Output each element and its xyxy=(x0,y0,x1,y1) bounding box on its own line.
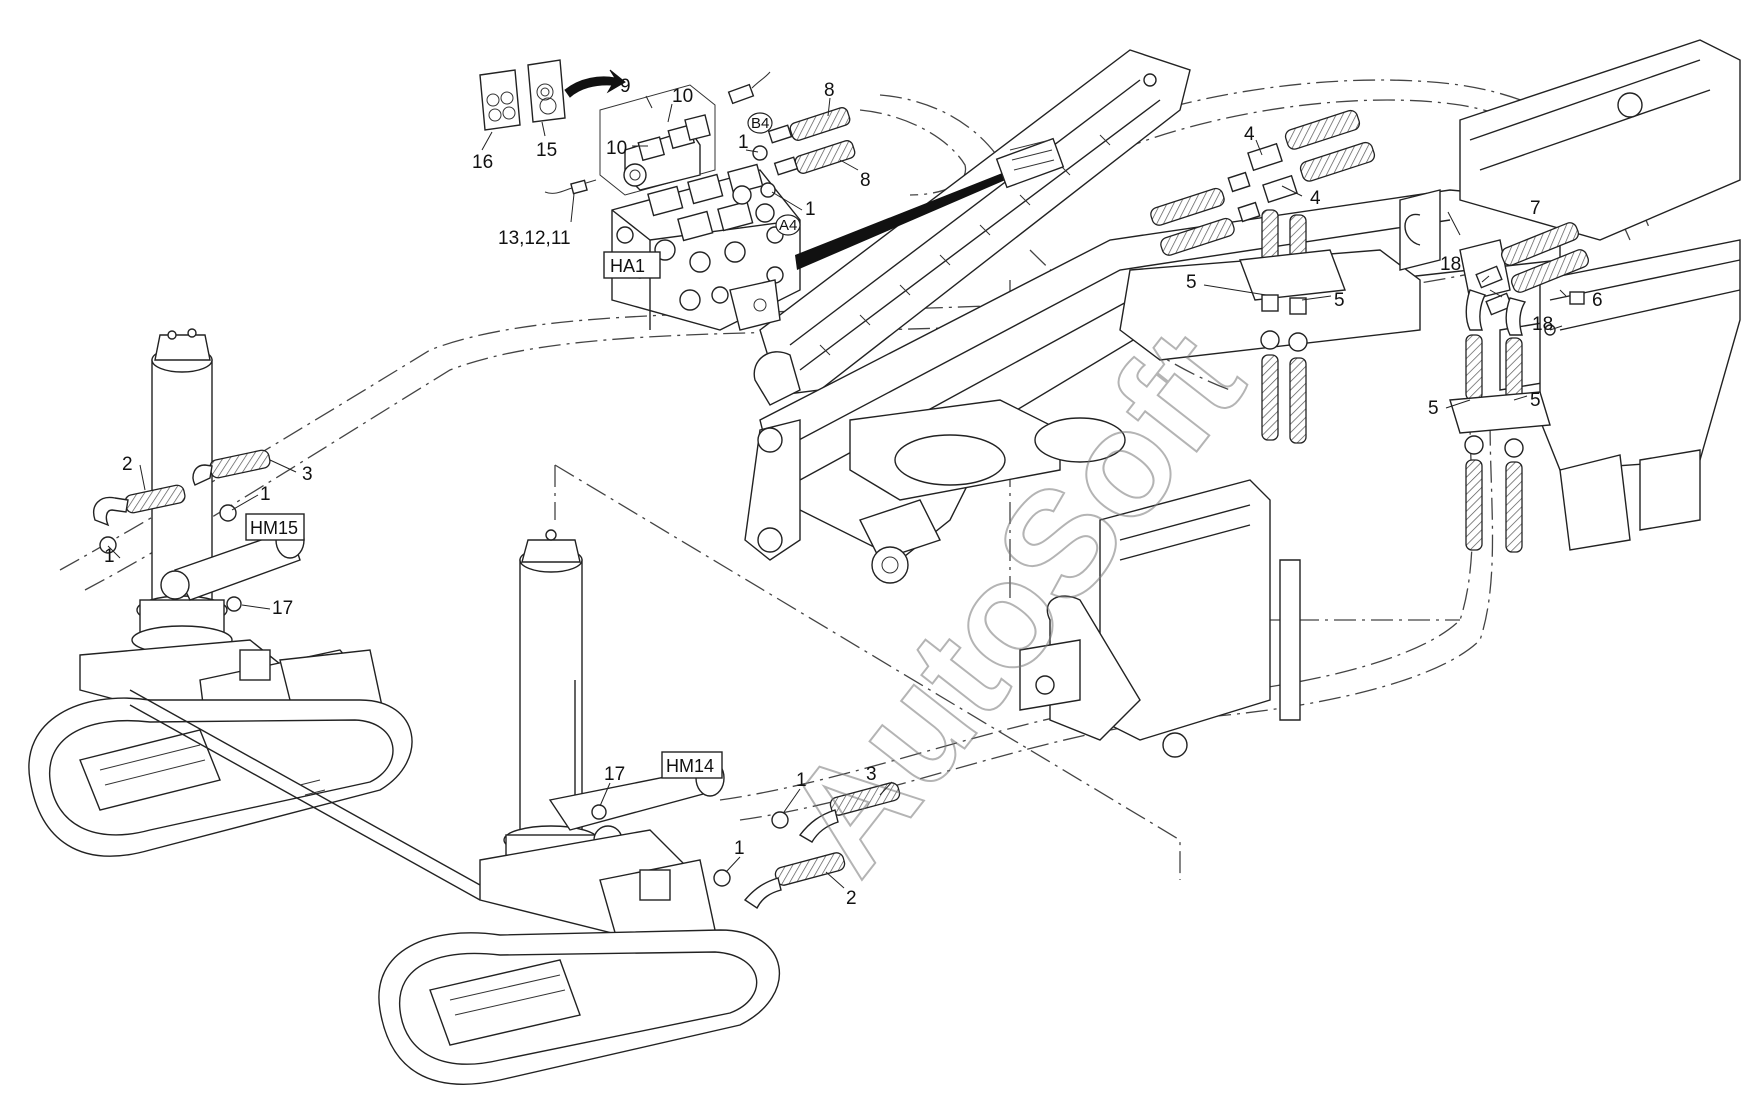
vertical-hoses-5-right xyxy=(1449,334,1551,553)
center-track xyxy=(378,929,780,1085)
port-b4-callout: B4 xyxy=(747,112,773,134)
part-label-8b: 8 xyxy=(860,170,871,191)
part-label-7: 7 xyxy=(1530,198,1541,219)
part-label-5c: 5 xyxy=(1428,398,1439,419)
part-label-1b: 1 xyxy=(805,199,816,220)
hoses-6-7 xyxy=(1465,222,1589,336)
part-label-2b: 2 xyxy=(846,888,857,909)
part-label-1a: 1 xyxy=(738,132,749,153)
part-label-18a: 18 xyxy=(1440,254,1461,275)
hoses-2-3-center xyxy=(713,782,901,910)
hm15-tag-box xyxy=(245,513,305,541)
cylinder-hm14-assembly: HM14 xyxy=(479,529,725,951)
tee-fittings-4 xyxy=(1150,109,1376,256)
part-label-9: 9 xyxy=(620,76,631,97)
part-label-16: 16 xyxy=(472,152,493,173)
part-label-6: 6 xyxy=(1592,290,1603,311)
part-label-3a: 3 xyxy=(302,464,313,485)
left-track xyxy=(28,697,413,857)
part-label-10b: 10 xyxy=(606,138,627,159)
boom-frame xyxy=(753,49,1191,406)
part-label-8a: 8 xyxy=(824,80,835,101)
hose-8-upper xyxy=(767,107,851,144)
hose-8-lower xyxy=(773,140,856,176)
cylinder-hm15-assembly: HM15 xyxy=(79,328,386,761)
part-label-2a: 2 xyxy=(122,454,133,475)
part-label-3b: 3 xyxy=(866,764,877,785)
fitting-1-valve-lower xyxy=(760,182,776,198)
seal-kit-bag-15 xyxy=(527,59,566,123)
solenoid-valve-9 xyxy=(599,84,716,196)
detail-pointer xyxy=(795,168,1015,270)
part-label-13-12-11: 13,12,11 xyxy=(498,228,571,249)
part-label-5b: 5 xyxy=(1334,290,1345,311)
rear-frame xyxy=(1399,39,1741,551)
boom-valve-miniature xyxy=(995,137,1065,189)
part-label-5d: 5 xyxy=(1530,390,1541,411)
svg-text:A4: A4 xyxy=(779,217,797,234)
port-a4-callout: A4 xyxy=(775,214,801,236)
leader-lines xyxy=(107,95,1567,889)
part-label-4b: 4 xyxy=(1310,188,1321,209)
part-label-1c: 1 xyxy=(260,484,271,505)
part-label-10a: 10 xyxy=(672,86,693,107)
ha1-tag-box xyxy=(603,251,661,279)
ha1-tag: HA1 xyxy=(610,256,645,276)
part-label-1f: 1 xyxy=(734,838,745,859)
part-label-15: 15 xyxy=(536,140,557,161)
fitting-1-valve-upper xyxy=(752,145,768,161)
fitting-17-left xyxy=(226,596,242,612)
connecting-rod xyxy=(129,689,481,901)
part-label-18b: 18 xyxy=(1532,314,1553,335)
part-label-1e: 1 xyxy=(796,770,807,791)
part-label-17b: 17 xyxy=(604,764,625,785)
cable-assembly xyxy=(544,179,597,195)
part-label-1d: 1 xyxy=(104,546,115,567)
vertical-hoses-5-center xyxy=(1239,209,1346,444)
hm14-tag-box xyxy=(661,751,723,779)
valve-block-ha1: HA1 xyxy=(603,163,801,331)
hm14-tag: HM14 xyxy=(666,756,714,776)
transfer-arrow xyxy=(564,69,626,98)
hm15-tag: HM15 xyxy=(250,518,298,538)
svg-text:B4: B4 xyxy=(751,115,769,132)
part-labels: 9 10 10 16 15 13,12,11 8 8 1 1 4 4 5 5 7… xyxy=(104,76,1603,909)
hoses-2-3-left xyxy=(93,449,271,612)
part-label-4a: 4 xyxy=(1244,124,1255,145)
seal-kit-bag-16 xyxy=(479,69,521,131)
part-label-5a: 5 xyxy=(1186,272,1197,293)
part-label-17a: 17 xyxy=(272,598,293,619)
electrical-connector xyxy=(727,71,771,105)
fitting-17-center xyxy=(591,804,607,820)
